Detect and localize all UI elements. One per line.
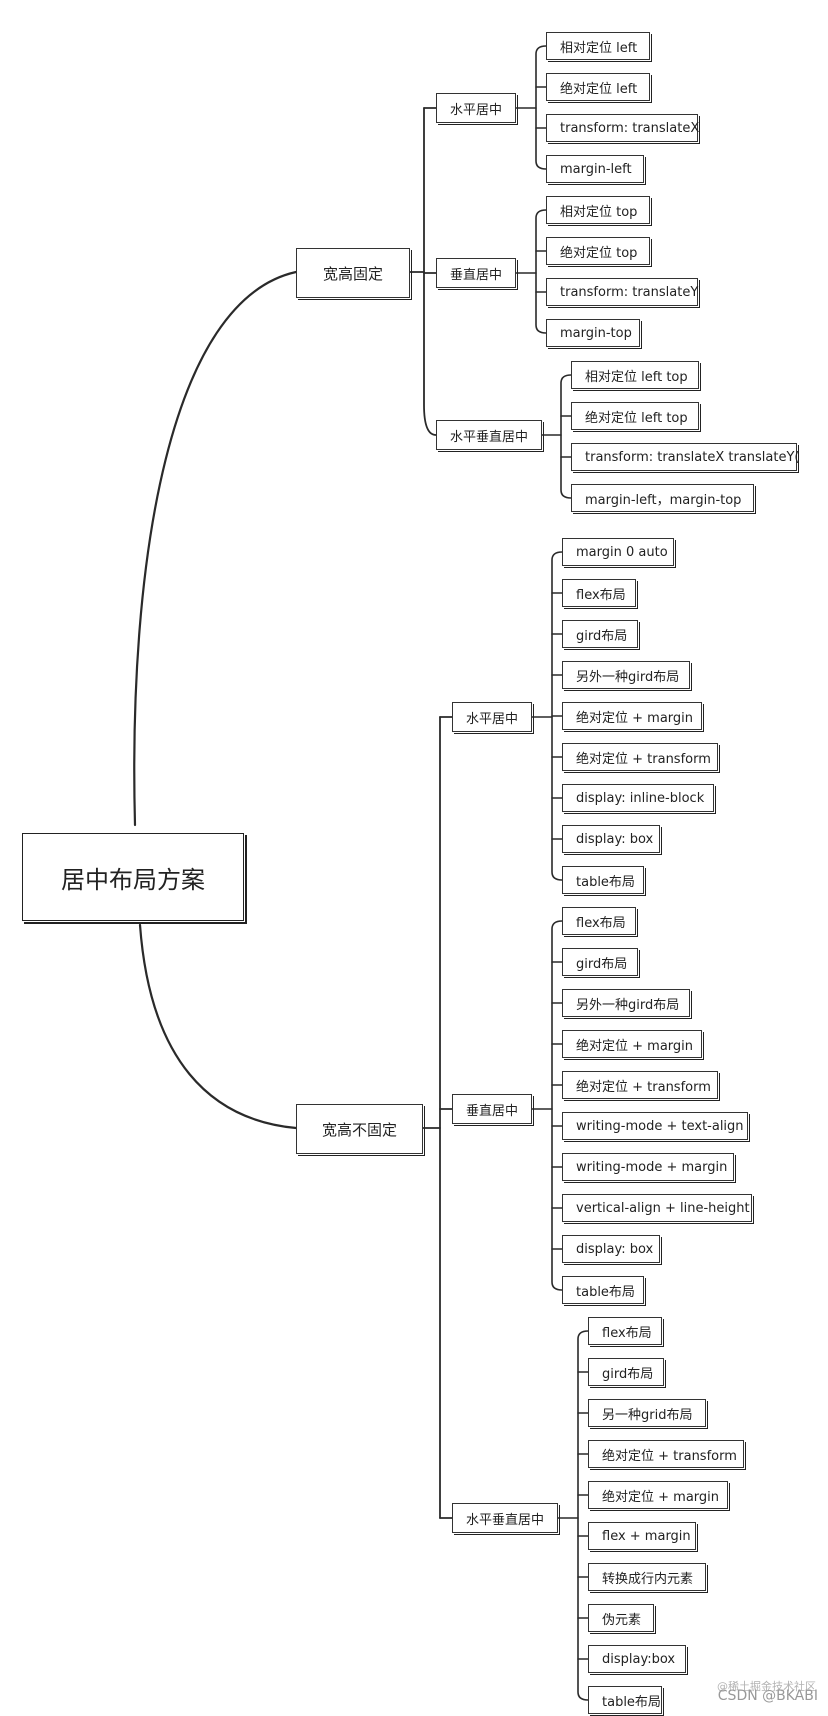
leaf-item: 绝对定位 + transform	[562, 743, 720, 773]
leaf-item: 相对定位 left	[546, 32, 652, 62]
leaf-item: gird布局	[562, 620, 640, 650]
leaf-item: 绝对定位 + margin	[588, 1481, 730, 1511]
leaf-item: 绝对定位 top	[546, 237, 652, 267]
leaf-item: gird布局	[562, 948, 640, 978]
branch-connector	[423, 107, 437, 274]
leaf-item: 另外一种gird布局	[562, 661, 692, 691]
leaf-connector	[577, 1330, 589, 1701]
leaf-item: 相对定位 left top	[571, 361, 701, 391]
leaf-item: margin-left，margin-top	[571, 484, 756, 514]
leaf-item: 绝对定位 + margin	[562, 702, 704, 732]
leaf-item: 绝对定位 + transform	[562, 1071, 720, 1101]
group-unfixed-size: 宽高不固定	[296, 1104, 425, 1156]
leaf-item: flex + margin	[588, 1522, 698, 1552]
leaf-item: flex布局	[562, 579, 638, 609]
leaf-connector	[551, 920, 563, 1291]
unfixed-both-node: 水平垂直居中	[452, 1503, 560, 1535]
root-connector	[138, 923, 298, 1130]
unfixed-vertical-node: 垂直居中	[452, 1094, 534, 1126]
leaf-connector	[535, 45, 547, 170]
fixed-both-node: 水平垂直居中	[436, 420, 544, 452]
branch-connector	[423, 107, 437, 436]
leaf-item: 绝对定位 + transform	[588, 1440, 746, 1470]
root-node: 居中布局方案	[22, 833, 247, 924]
leaf-item: display: box	[562, 825, 662, 855]
branch-connector	[439, 716, 453, 1519]
unfixed-horizontal-node: 水平居中	[452, 702, 534, 734]
leaf-item: 转换成行内元素	[588, 1563, 708, 1593]
leaf-item: display: inline-block	[562, 784, 716, 814]
leaf-item: display:box	[588, 1645, 688, 1675]
leaf-item: gird布局	[588, 1358, 666, 1388]
leaf-item: writing-mode + margin	[562, 1153, 736, 1183]
leaf-item: 绝对定位 + margin	[562, 1030, 704, 1060]
leaf-item: table布局	[562, 866, 646, 896]
leaf-item: 绝对定位 left top	[571, 402, 701, 432]
leaf-item: flex布局	[562, 907, 638, 937]
leaf-item: writing-mode + text-align	[562, 1112, 750, 1142]
leaf-item: 另一种grid布局	[588, 1399, 708, 1429]
leaf-item: 绝对定位 left	[546, 73, 652, 103]
leaf-item: transform: translateX translateY(	[571, 443, 799, 473]
leaf-item: 伪元素	[588, 1604, 656, 1634]
leaf-item: table布局	[562, 1276, 646, 1306]
leaf-item: transform: translateY	[546, 278, 700, 308]
leaf-item: margin 0 auto	[562, 538, 676, 568]
watermark-faint: @稀土掘金技术社区	[717, 1680, 816, 1693]
leaf-item: flex布局	[588, 1317, 664, 1347]
leaf-item: transform: translateX	[546, 114, 700, 144]
fixed-vertical-node: 垂直居中	[436, 258, 518, 290]
leaf-item: 相对定位 top	[546, 196, 652, 226]
leaf-connector	[535, 209, 547, 334]
leaf-item: margin-left	[546, 155, 646, 185]
root-connector	[133, 270, 298, 827]
group-fixed-size: 宽高固定	[296, 248, 412, 300]
leaf-item: 另外一种gird布局	[562, 989, 692, 1019]
leaf-item: display: box	[562, 1235, 662, 1265]
watermark: CSDN @BKABI	[717, 1688, 818, 1704]
leaf-item: table布局	[588, 1686, 664, 1716]
leaf-connector	[560, 374, 572, 499]
leaf-item: vertical-align + line-height	[562, 1194, 754, 1224]
fixed-horizontal-node: 水平居中	[436, 93, 518, 125]
leaf-item: margin-top	[546, 319, 642, 349]
